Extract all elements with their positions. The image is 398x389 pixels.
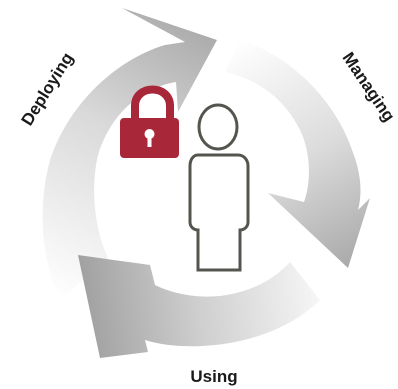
arrow-deploying (42, 8, 217, 300)
stage-label-deploying: Deploying (18, 49, 78, 129)
person-body (188, 153, 250, 272)
arrow-managing (225, 40, 370, 268)
person-icon (188, 103, 250, 272)
stage-label-managing: Managing (338, 49, 398, 125)
padlock-icon (120, 85, 179, 158)
padlock-shackle (131, 85, 174, 122)
padlock-keyhole-slot (147, 134, 152, 147)
person-head (197, 103, 239, 151)
cycle-arrows (42, 8, 370, 358)
arrow-using (78, 255, 320, 358)
stage-label-using: Using (190, 367, 237, 386)
